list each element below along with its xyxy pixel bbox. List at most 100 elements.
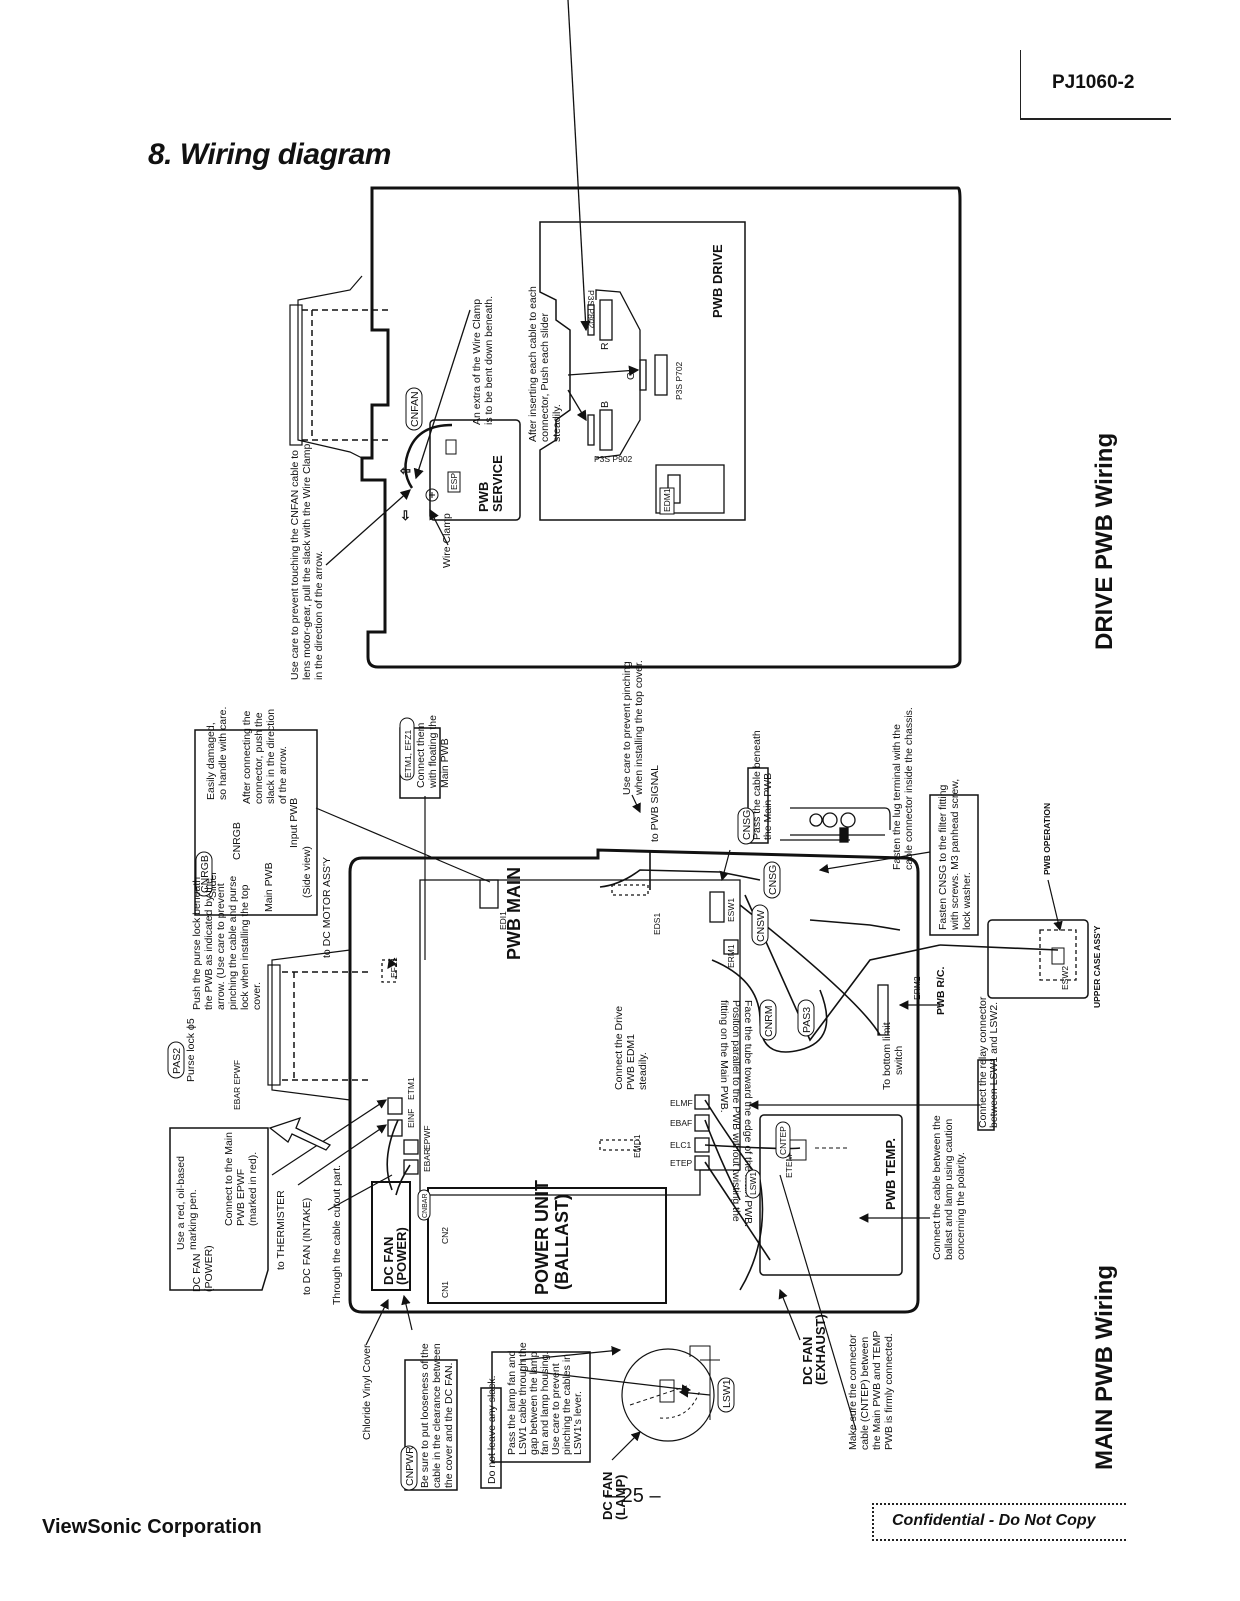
upper-case-assy xyxy=(987,919,1089,999)
note-line: lock washer. xyxy=(961,872,973,930)
note-line: Use care to prevent xyxy=(550,1363,562,1455)
cnsg-pass-note-box xyxy=(747,767,769,844)
pwb-service-title: PWB xyxy=(476,482,491,512)
note-line: Main PWB xyxy=(439,738,451,788)
doc-code-frame xyxy=(1020,50,1171,120)
svg-text:CNSG: CNSG xyxy=(741,810,753,840)
note-line: Fasten CNSG to the filter fitting xyxy=(937,785,949,930)
connector-r: R xyxy=(599,342,611,350)
pwb-temp-title: PWB TEMP. xyxy=(883,1138,898,1210)
note-line: cable in the clearance between xyxy=(431,1343,443,1488)
note-line: fan and lamp housing. xyxy=(539,1352,551,1455)
note-clamp-line: is to be bent down beneath. xyxy=(483,296,495,425)
pas3-tag: PAS3 xyxy=(797,999,815,1037)
svg-text:in the direction of the arrow.: in the direction of the arrow. xyxy=(313,551,325,680)
note-line: Pass the cable beneath xyxy=(751,730,763,840)
screw-icon xyxy=(425,488,439,502)
to-dc-motor-label: to DC MOTOR ASS'Y xyxy=(321,857,333,958)
esw1-label: ESW1 xyxy=(726,898,736,922)
note-cnfan-line: lens motor-gear, pull the slack with the… xyxy=(301,443,313,680)
main-section-title: MAIN PWB Wiring xyxy=(1091,1265,1118,1470)
confidential-notice: Confidential - Do Not Copy xyxy=(872,1503,1126,1541)
note-line: Connect the relay connector xyxy=(977,996,989,1128)
purse-lock-label: Purse lock ϕ5 xyxy=(185,1018,197,1082)
svg-text:CNPWR: CNPWR xyxy=(404,1446,416,1486)
note-line: After connecting the xyxy=(241,710,253,804)
note-line: Connect the Drive xyxy=(613,1006,625,1090)
etem-label: ETEM xyxy=(784,1154,794,1178)
side-view-label: (Side view) xyxy=(301,846,313,898)
svg-text:LSW1: LSW1 xyxy=(721,1379,733,1408)
connector-p802: P3S P802 xyxy=(586,290,596,329)
ebar-epwf-label: EBAR EPWF xyxy=(232,1060,242,1110)
note-line: Easily damaged, xyxy=(205,722,217,800)
note-line: lock when installing the top xyxy=(239,884,251,1010)
note-line: DC FAN xyxy=(191,1253,203,1292)
cnsw-tag: CNSW xyxy=(751,904,769,946)
elmf-label: ELMF xyxy=(670,1098,693,1108)
note-boxes xyxy=(169,727,995,1491)
note-clamp-line: An extra of the Wire Clamp xyxy=(471,299,483,425)
connector-labels: EFZ1 ETM1 EINF EPWF EBAR CNBAR CN2 CN1 E… xyxy=(389,898,1070,1298)
company-name: ViewSonic Corporation xyxy=(42,1516,262,1538)
main-pwb-label: Main PWB xyxy=(263,862,275,912)
emd1-label: EMD1 xyxy=(632,1134,642,1158)
note-line: Be sure to put looseness of the xyxy=(419,1343,431,1488)
svg-text:lens motor-gear, pull the slac: lens motor-gear, pull the slack with the… xyxy=(301,443,313,680)
note-line: concerning the polarity. xyxy=(955,1152,967,1260)
note-line: Pass the lamp fan and xyxy=(506,1350,518,1455)
note-line: the Main PWB xyxy=(762,773,774,840)
note-line: pinching the cable and purse xyxy=(227,876,239,1010)
epwf-label: EPWF xyxy=(422,1125,432,1150)
efz1-label: EFZ1 xyxy=(389,957,399,978)
wire-clamp-label: Wire Clamp xyxy=(441,513,453,568)
drive-pwb-section: ⇦ ⇩ xyxy=(289,0,962,669)
cnfan-cable xyxy=(404,423,453,489)
upper-case-title: UPPER CASE ASS'Y xyxy=(1092,925,1102,1008)
power-unit xyxy=(427,1187,667,1304)
dc-fan-lamp-title: DC FAN xyxy=(600,1472,615,1520)
connector-p902: P3S P902 xyxy=(594,454,633,464)
note-line: with screws. M3 panhead screw, xyxy=(949,779,961,931)
dc-fan-lamp-title: (LAMP) xyxy=(613,1475,628,1521)
note-line: between LSW1 and LSW2. xyxy=(988,1002,1000,1128)
note-line: when installing the top cover. xyxy=(633,660,645,796)
note-line: PWB EPWF xyxy=(235,1169,247,1226)
pwb-service-board xyxy=(429,419,521,521)
note-line: cable (CNTEP) between xyxy=(859,1337,871,1450)
connector-p702: P3S P702 xyxy=(674,361,684,400)
pwb-temp-board xyxy=(759,1114,903,1276)
note-line: pinching the cables in xyxy=(561,1354,573,1455)
note-line: (marked in red). xyxy=(247,1152,259,1226)
note-line: connector, push the xyxy=(253,712,265,804)
cnrgb-small-label: CNRGB xyxy=(231,822,243,860)
note-line: ballast and lamp using caution xyxy=(943,1119,955,1260)
pwb-service-title: SERVICE xyxy=(490,455,505,512)
svg-text:CNFAN: CNFAN xyxy=(409,391,421,427)
ebaf-label: EBAF xyxy=(670,1118,692,1128)
power-unit-title: (BALLAST) xyxy=(552,1194,572,1290)
esp-label: ESP xyxy=(449,473,459,490)
pwb-operation-title: PWB OPERATION xyxy=(1042,803,1052,875)
note-slider-line: After inserting each cable to each xyxy=(527,286,539,442)
relay-note-box xyxy=(977,1059,995,1131)
edm1-label: EDM1 xyxy=(662,488,672,512)
svg-text:CNSW: CNSW xyxy=(755,910,767,942)
note-line: PWB is firmly connected. xyxy=(883,1333,895,1450)
main-text: PWB MAIN POWER UNIT (BALLAST) DC FAN (PO… xyxy=(167,660,1118,1521)
etm1-efz1-tag: ETM1, EFZ1 xyxy=(399,717,415,781)
esw2-label: ESW2 xyxy=(1060,966,1070,990)
note-cnfan-line: in the direction of the arrow. xyxy=(313,551,325,680)
pwb-drive-board xyxy=(539,221,746,521)
note-line: slack in the direction xyxy=(265,709,277,804)
lsw1-tag: LSW1 xyxy=(745,1169,761,1199)
note-line: (POWER) xyxy=(203,1245,215,1292)
svg-text:CNTEP: CNTEP xyxy=(778,1126,788,1155)
pwb-main-board xyxy=(419,879,741,1196)
document-code: PJ1060-2 xyxy=(1052,72,1135,93)
note-line: the Main PWB and TEMP xyxy=(871,1331,883,1450)
to-thermister-label: to THERMISTER xyxy=(275,1190,287,1270)
lsw1-lamp-tag: LSW1 xyxy=(717,1377,735,1413)
note-slider-line: connector, Push each slider xyxy=(539,313,551,442)
cnrm-tag: CNRM xyxy=(759,999,777,1041)
